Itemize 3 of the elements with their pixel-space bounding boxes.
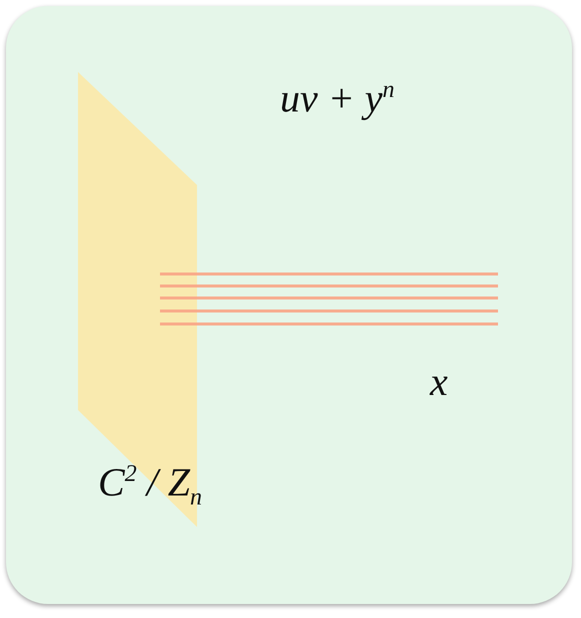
formula-label: uv + y$^{n}$	[280, 78, 394, 118]
formula-label: C$^{2}$ / Z$_{n}$	[98, 462, 202, 510]
axis-variable-label: x	[430, 362, 448, 402]
